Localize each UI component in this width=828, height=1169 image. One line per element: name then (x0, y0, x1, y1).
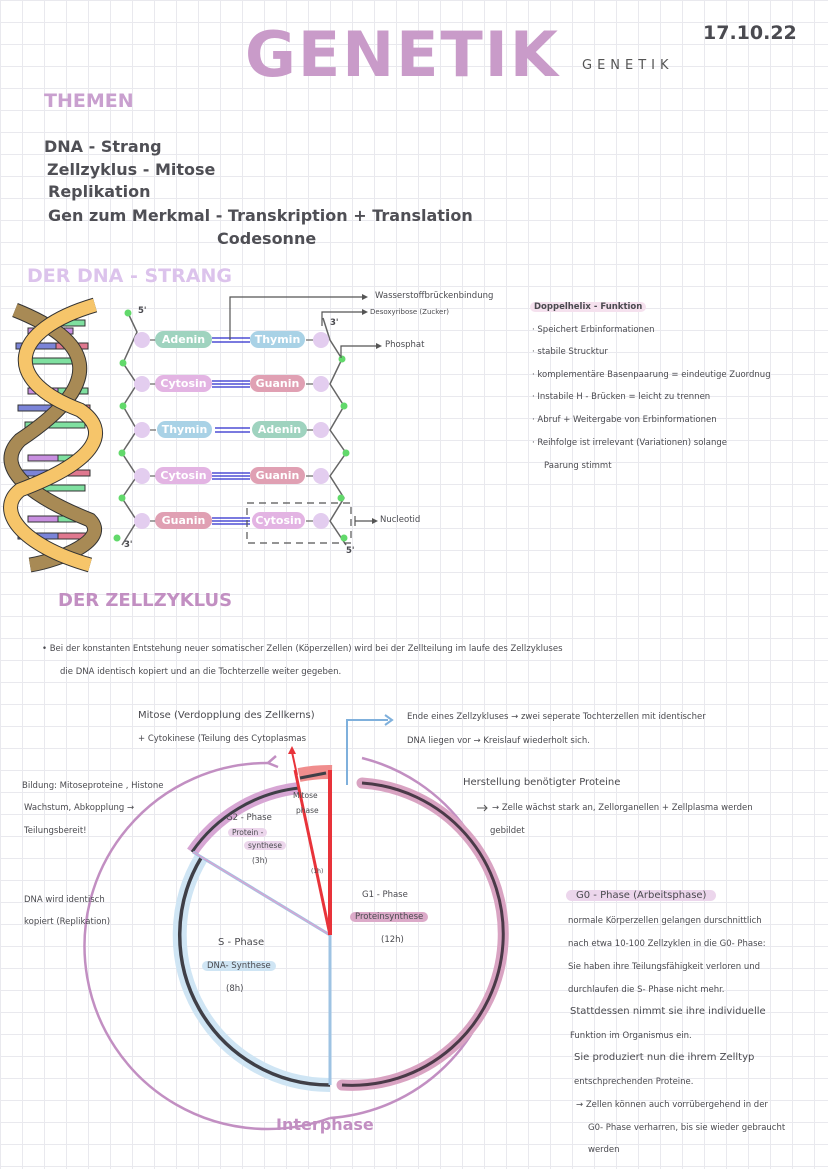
interphase-label: Interphase (276, 1115, 374, 1134)
base-right-3: Adenin (252, 421, 307, 438)
g2-process: Protein - (228, 828, 268, 837)
intro-line: die DNA identisch kopiert und an die Toc… (60, 667, 342, 677)
g1-note: gebildet (490, 826, 525, 836)
topic-item: Gen zum Merkmal - Transkription + Transl… (48, 206, 473, 225)
g0-line: Sie produziert nun die ihrem Zelltyp (574, 1052, 755, 1063)
topic-item: Zellzyklus - Mitose (47, 160, 216, 179)
topic-item: Replikation (48, 182, 151, 201)
base-left-1: Adenin (155, 331, 212, 348)
g0-line: Funktion im Organismus ein. (570, 1031, 692, 1041)
g1-process: Proteinsynthese (350, 912, 429, 922)
mitose-note: Mitose (Verdopplung des Zellkerns) (138, 710, 315, 721)
sugar-circles (134, 332, 329, 529)
end-label: 3' (330, 318, 339, 328)
mitose-duration: (1h) (311, 868, 324, 875)
g1-note: Herstellung benötigter Proteine (463, 777, 621, 788)
mitose-label: phase (296, 806, 319, 815)
g2-phase-label: G2 - Phase (226, 813, 272, 823)
dna-heading: DER DNA - STRANG (27, 265, 232, 287)
zellzyklus-heading: DER ZELLZYKLUS (58, 590, 233, 611)
function-item: · Abruf + Weitergabe von Erbinformatione… (532, 415, 717, 425)
label-sugar: Desoxyribose (Zucker) (370, 308, 449, 316)
themen-heading: THEMEN (44, 90, 134, 112)
intro-line: • Bei der konstanten Entstehung neuer so… (42, 644, 563, 654)
end-label: 5' (346, 546, 355, 556)
function-item: · Speichert Erbinformationen (532, 325, 655, 335)
g0-line: G0- Phase verharren, bis sie wieder gebr… (588, 1123, 786, 1133)
s-arc (172, 854, 331, 1093)
s-note: DNA wird identisch (24, 895, 105, 905)
end-label: 5' (138, 306, 147, 316)
g1-arc (336, 777, 509, 1091)
page-title: GENETIK (245, 18, 560, 91)
mitose-label: Mitose (293, 791, 318, 800)
g2-note: Bildung: Mitoseproteine , Histone (22, 781, 164, 791)
g0-line: → Zellen können auch vorrübergehend in d… (576, 1100, 768, 1110)
hydrogen-bonds (212, 337, 250, 525)
g0-line: normale Körperzellen gelangen durschnitt… (568, 916, 762, 926)
s-duration: (8h) (226, 984, 244, 994)
function-item: Paarung stimmt (544, 461, 612, 471)
g0-line: durchlaufen die S- Phase nicht mehr. (568, 985, 725, 995)
label-phosphate: Phosphat (385, 340, 425, 350)
g0-line: Sie haben ihre Teilungsfähigkeit verlore… (568, 962, 760, 972)
function-item: · stabile Strucktur (532, 347, 608, 357)
topic-item: Codesonne (217, 229, 317, 248)
g2-process: synthese (244, 841, 286, 850)
g1-duration: (12h) (381, 935, 404, 945)
base-left-5: Guanin (155, 512, 212, 529)
mitose-note: + Cytokinese (Teilung des Cytoplasmas (138, 734, 307, 744)
g1-phase-label: G1 - Phase (362, 890, 408, 900)
base-right-1: Thymin (250, 331, 305, 348)
g2-note: Teilungsbereit! (24, 826, 87, 836)
ende-note: Ende eines Zellzykluses → zwei seperate … (407, 712, 706, 722)
function-heading: Doppelhelix - Funktion (530, 302, 647, 312)
s-phase-label: S - Phase (218, 937, 265, 948)
s-process: DNA- Synthese (202, 961, 276, 971)
end-label: 3' (124, 540, 133, 550)
g0-line: nach etwa 10-100 Zellzyklen in die G0- P… (568, 939, 766, 949)
g1-note: → Zelle wächst stark an, Zellorganellen … (492, 803, 753, 813)
base-right-5: Cytosin (252, 512, 305, 529)
function-item: · komplementäre Basenpaarung = eindeutig… (532, 370, 771, 380)
interphase-ring (83, 761, 331, 1131)
g0-line: Stattdessen nimmt sie ihre individuelle (570, 1006, 766, 1017)
g2-note: Wachstum, Abkopplung → (24, 803, 135, 813)
base-left-3: Thymin (157, 421, 212, 438)
topic-item: DNA - Strang (44, 137, 162, 156)
base-right-4: Guanin (250, 467, 305, 484)
page-title-spaced: GENETIK (582, 58, 674, 73)
function-item: · Instabile H - Brücken = leicht zu tren… (532, 392, 711, 402)
date: 17.10.22 (703, 22, 797, 44)
s-note: kopiert (Replikation) (24, 917, 111, 927)
base-left-4: Cytosin (155, 467, 212, 484)
g0-line: entschprechenden Proteine. (574, 1077, 694, 1087)
phosphate-dots (113, 309, 350, 542)
double-helix-illustration (3, 297, 103, 573)
base-left-2: Cytosin (155, 375, 212, 392)
g0-heading: G0 - Phase (Arbeitsphase) (566, 890, 717, 901)
function-item: · Reihfolge ist irrelevant (Variationen)… (532, 438, 727, 448)
base-right-2: Guanin (250, 375, 305, 392)
g2-duration: (3h) (252, 856, 268, 865)
label-nucleotide: Nucleotid (380, 515, 421, 525)
ende-note: DNA liegen vor → Kreislauf wiederholt si… (407, 736, 590, 746)
label-h-bond: Wasserstoffbrückenbindung (375, 291, 494, 301)
g0-line: werden (588, 1145, 620, 1155)
